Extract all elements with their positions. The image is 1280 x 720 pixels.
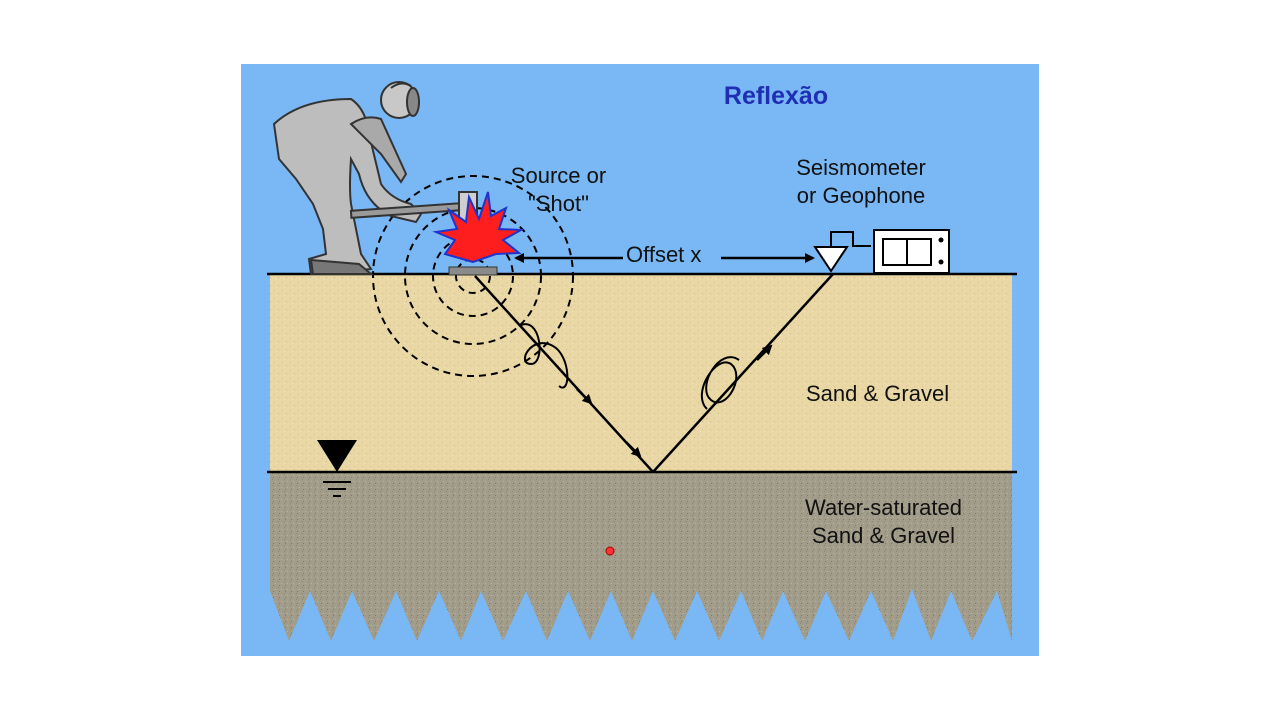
seismometer-label: Seismometer or Geophone — [776, 154, 946, 210]
diagram-canvas — [267, 81, 1017, 641]
sand-gravel-label: Sand & Gravel — [806, 381, 950, 406]
wavefronts — [372, 175, 574, 377]
pointer-dot — [605, 546, 615, 556]
source-label: Source or "Shot" — [496, 162, 621, 218]
water-saturated-label: Water-saturated Sand & Gravel — [781, 494, 986, 550]
seismograph-recorder-icon — [873, 229, 950, 274]
source-label-line1: Source or — [510, 163, 607, 188]
seismometer-label-line1: Seismometer — [796, 155, 926, 180]
diagram-title: Reflexão — [723, 82, 829, 110]
sand-gravel-layer — [270, 274, 1012, 472]
seismometer-label-line2: or Geophone — [796, 183, 926, 208]
wavelets — [518, 323, 740, 410]
explosion-icon — [432, 191, 525, 276]
geophone-triangle-icon — [813, 231, 871, 273]
offset-label: Offset x — [626, 242, 702, 267]
water-table-triangle-icon — [317, 440, 357, 497]
reflected-ray-path — [474, 273, 834, 473]
source-label-line2: "Shot" — [528, 191, 589, 216]
water-saturated-label-line1: Water-saturated — [805, 495, 962, 520]
reflection-diagram: Reflexão Source or "Shot" Seismometer or… — [241, 64, 1039, 656]
water-saturated-layer — [270, 472, 1012, 641]
water-saturated-label-line2: Sand & Gravel — [811, 523, 956, 548]
